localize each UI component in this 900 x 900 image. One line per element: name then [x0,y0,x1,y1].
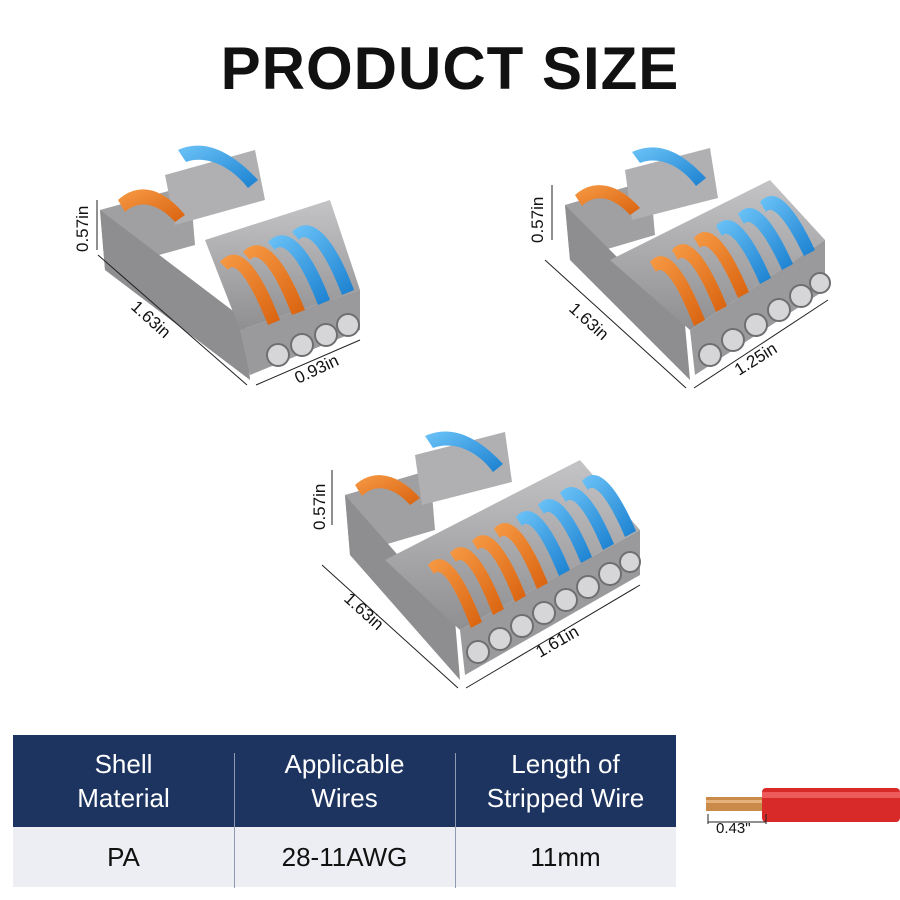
header-shell-material: Shell Material [77,749,170,813]
value-applicable-wires: 28-11AWG [234,808,455,888]
value-stripped-length: 11mm [455,808,676,888]
dimension-lines [96,185,829,689]
header-stripped-length: Length of Stripped Wire [455,747,676,845]
spec-table: Shell Material Applicable Wires Length o… [13,735,676,888]
dim-length-3: 1.63in [340,589,387,634]
dim-height-2: 0.57in [528,197,547,243]
spec-table-row: PA 28-11AWG 11mm [13,808,676,888]
connector-2to8 [345,431,641,680]
page-title: PRODUCT SIZE [220,35,680,102]
value-shell-material: PA [107,842,140,872]
dim-height-1: 0.57in [73,206,92,252]
dim-height-3: 0.57in [310,484,329,530]
connector-2to4 [100,145,360,380]
stripped-length-label: 0.43" [716,820,751,837]
dim-length-2: 1.63in [565,299,612,344]
header-applicable-wires: Applicable Wires [234,747,455,845]
connector-2to6 [565,147,831,380]
spec-table-header: Shell Material Applicable Wires Length o… [13,735,676,845]
stripped-wire-illustration [706,788,900,824]
